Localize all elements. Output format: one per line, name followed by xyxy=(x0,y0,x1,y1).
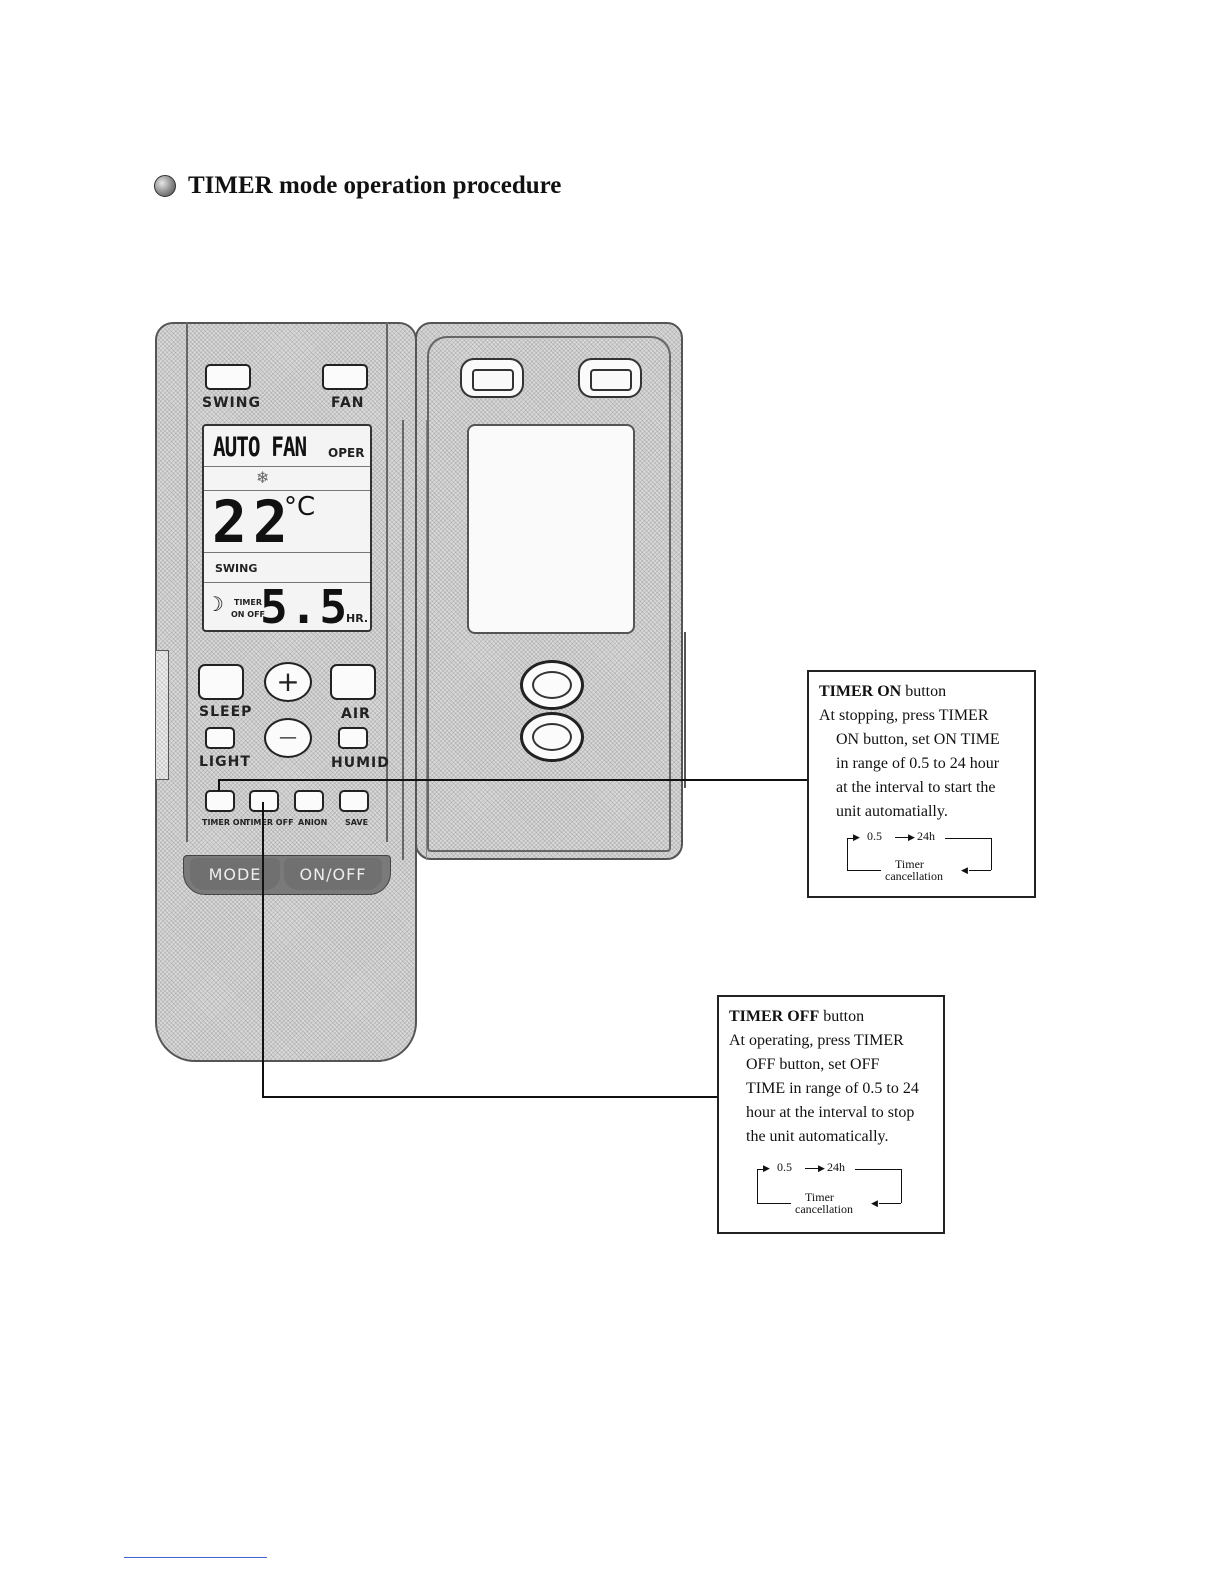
leader-line-timer-on xyxy=(218,779,808,781)
leader-tick-timer-on xyxy=(218,779,220,791)
timer-off-callout: TIMER OFF button At operating, press TIM… xyxy=(717,995,945,1234)
callout-off-title-suffix: button xyxy=(819,1008,865,1025)
leader-line-timer-off xyxy=(262,1096,718,1098)
cover-knob-bottom xyxy=(520,712,584,762)
leader-line-timer-off-vertical xyxy=(262,802,264,1098)
callout-on-line: unit automatially. xyxy=(836,803,948,820)
cycle-off-end: 24h xyxy=(827,1160,845,1174)
lcd-timer-label: TIMER xyxy=(234,598,263,607)
moon-icon: ☽ xyxy=(206,592,224,616)
callout-off-line: TIME in range of 0.5 to 24 xyxy=(746,1080,919,1097)
cover-frame xyxy=(427,336,671,852)
callout-off-line: the unit automatically. xyxy=(746,1128,889,1145)
callout-on-line: ON button, set ON TIME xyxy=(836,731,1000,748)
page-title: TIMER mode operation procedure xyxy=(188,172,562,199)
light-button-label: LIGHT xyxy=(199,754,251,770)
timer-on-label: TIMER ON xyxy=(202,818,247,827)
remote-side-slot xyxy=(155,650,169,780)
cycle-off-cancel-1: Timer xyxy=(805,1190,834,1204)
humid-button[interactable] xyxy=(338,727,368,749)
callout-on-title: TIMER ON xyxy=(819,683,902,700)
cover-clip-left xyxy=(460,358,524,398)
timer-on-callout: TIMER ON button At stopping, press TIMER… xyxy=(807,670,1036,898)
footnote-rule xyxy=(124,1557,267,1558)
lcd-temp-unit: °C xyxy=(284,492,316,522)
lcd-timer-value: 5.5 xyxy=(260,580,350,634)
cycle-on-cancel-2: cancellation xyxy=(885,869,943,883)
remote-face xyxy=(186,322,388,842)
callout-off-line: At operating, press TIMER xyxy=(729,1032,904,1049)
minus-button[interactable]: — xyxy=(264,718,312,758)
lcd-display: AUTO FAN OPER ❄ 22 °C SWING ☽ TIMER ON O… xyxy=(202,424,372,634)
cycle-off-start: 0.5 xyxy=(777,1160,792,1174)
cover-clip-right xyxy=(578,358,642,398)
swing-button-label: SWING xyxy=(202,395,261,411)
callout-on-line: in range of 0.5 to 24 hour xyxy=(836,755,1000,772)
onoff-button[interactable]: ON/OFF xyxy=(284,858,382,890)
arrow-right-icon: ▶ xyxy=(853,832,860,842)
save-label: SAVE xyxy=(345,818,369,827)
sleep-button[interactable] xyxy=(198,664,244,700)
timer-off-label: TIMER OFF xyxy=(245,818,294,827)
timer-off-cycle-diagram: ▶ 0.5 ▶ 24h ◀ Timer cancellation xyxy=(729,1155,933,1217)
callout-on-line: At stopping, press TIMER xyxy=(819,707,989,724)
anion-button[interactable] xyxy=(294,790,324,812)
humid-button-label: HUMID xyxy=(331,755,390,771)
callout-on-line: at the interval to start the xyxy=(836,779,996,796)
section-heading: TIMER mode operation procedure xyxy=(154,168,561,204)
lcd-auto-fan: AUTO FAN xyxy=(213,432,307,462)
arrow-right-icon: ▶ xyxy=(818,1163,825,1173)
cover-side-rail xyxy=(674,632,686,788)
save-button[interactable] xyxy=(339,790,369,812)
plus-button[interactable]: + xyxy=(264,662,312,702)
arrow-left-icon: ◀ xyxy=(871,1198,878,1208)
air-button-label: AIR xyxy=(341,706,371,722)
arrow-left-icon: ◀ xyxy=(961,865,968,875)
timer-off-button[interactable] xyxy=(249,790,279,812)
cycle-on-start: 0.5 xyxy=(867,829,882,843)
timer-on-button[interactable] xyxy=(205,790,235,812)
lcd-oper: OPER xyxy=(328,446,365,460)
fan-button[interactable] xyxy=(322,364,368,390)
lcd-hr: HR. xyxy=(346,612,369,625)
cover-body xyxy=(415,322,683,860)
fan-button-label: FAN xyxy=(331,395,365,411)
light-button[interactable] xyxy=(205,727,235,749)
callout-off-line: hour at the interval to stop xyxy=(746,1104,915,1121)
arrow-right-icon: ▶ xyxy=(763,1163,770,1173)
cycle-off-cancel-2: cancellation xyxy=(795,1202,853,1216)
lcd-onoff-label: ON OFF xyxy=(231,610,266,619)
sleep-button-label: SLEEP xyxy=(199,704,253,720)
cycle-on-end: 24h xyxy=(917,829,935,843)
callout-on-title-suffix: button xyxy=(901,683,947,700)
cover-knob-top xyxy=(520,660,584,710)
anion-label: ANION xyxy=(298,818,328,827)
timer-on-cycle-diagram: ▶ 0.5 ▶ 24h ◀ Timer cancellation xyxy=(819,824,1024,886)
air-button[interactable] xyxy=(330,664,376,700)
arrow-right-icon: ▶ xyxy=(908,832,915,842)
callout-off-title: TIMER OFF xyxy=(729,1008,820,1025)
mode-button[interactable]: MODE xyxy=(190,858,280,890)
callout-off-line: OFF button, set OFF xyxy=(746,1056,880,1073)
cover-window xyxy=(467,424,635,634)
lcd-swing: SWING xyxy=(215,562,258,575)
cover-hinge xyxy=(402,420,427,860)
swing-button[interactable] xyxy=(205,364,251,390)
bullet-icon xyxy=(154,175,176,197)
lcd-temperature: 22 xyxy=(212,488,294,556)
cycle-on-cancel-1: Timer xyxy=(895,857,924,871)
snowflake-icon: ❄ xyxy=(256,468,270,487)
